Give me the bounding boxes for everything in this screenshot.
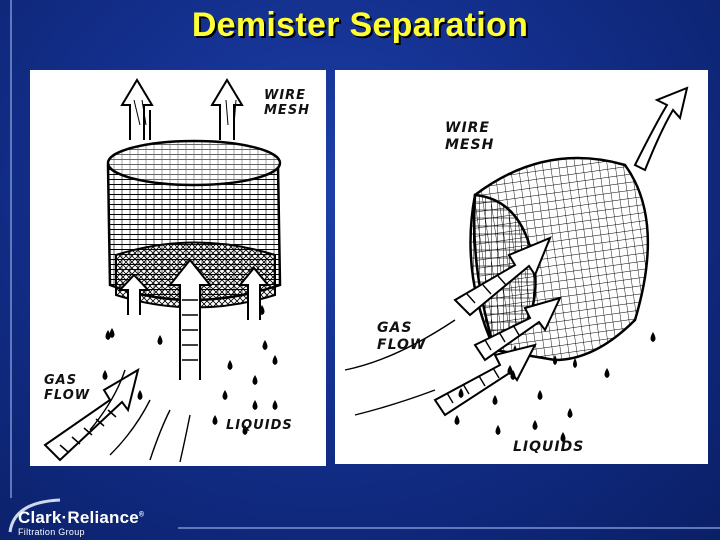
left-border-line (10, 0, 12, 498)
logo-name: Clark·Reliance® (18, 508, 144, 528)
clark-reliance-logo: Clark·Reliance® Filtration Group (4, 496, 194, 540)
right-wire-mesh-label: WIRE MESH (445, 120, 494, 154)
gas-outlet-arrows (122, 80, 242, 140)
slide-title: Demister Separation (0, 6, 720, 45)
logo-subtitle: Filtration Group (18, 527, 85, 537)
right-gas-flow-label: GAS FLOW (377, 320, 426, 354)
gas-outlet-arrow (635, 88, 687, 170)
horizontal-demister-drawing (335, 70, 708, 464)
left-wire-mesh-label: WIRE MESH (264, 88, 310, 118)
left-gas-flow-label: GAS FLOW (44, 373, 90, 403)
bottom-border-line (178, 527, 720, 529)
right-illustration: WIRE MESH GAS FLOW LIQUIDS (335, 70, 708, 464)
left-liquids-label: LIQUIDS (226, 418, 293, 433)
left-illustration: WIRE MESH GAS FLOW LIQUIDS (30, 70, 326, 466)
vertical-demister-drawing (30, 70, 326, 466)
right-liquids-label: LIQUIDS (513, 440, 584, 455)
